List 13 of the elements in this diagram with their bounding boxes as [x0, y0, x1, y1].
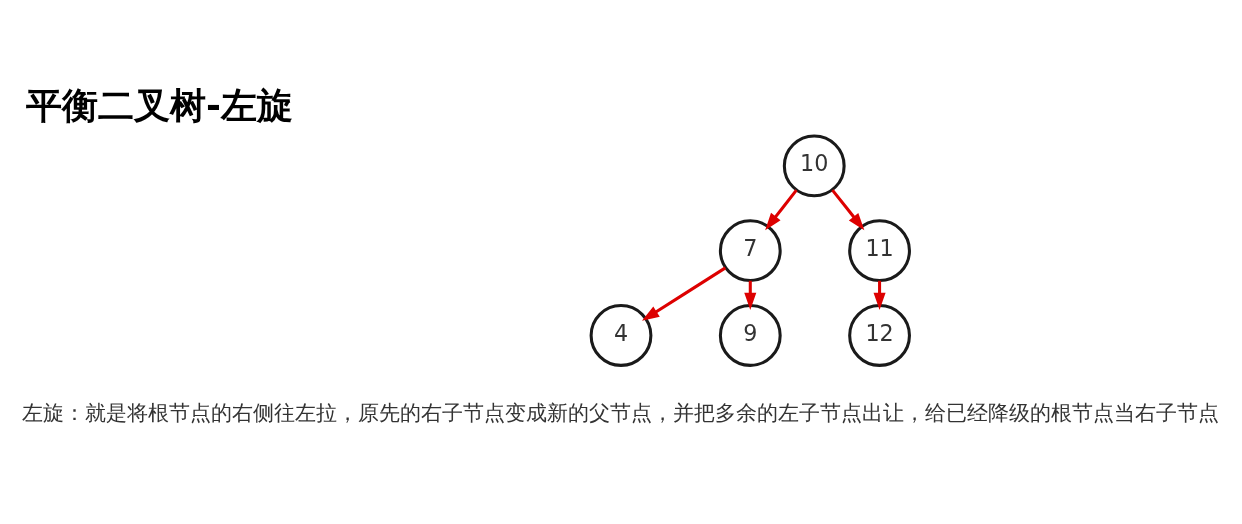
node-circle: 4: [589, 303, 653, 367]
node-circle: 11: [848, 218, 911, 282]
arrow: [744, 280, 757, 310]
arrow: [641, 266, 727, 321]
diagram-title: 平衡二叉树-左旋: [26, 83, 294, 127]
node-circle: 12: [848, 303, 911, 367]
arrow: [765, 188, 798, 230]
node-circle: 9: [718, 303, 782, 367]
node-circle: 10: [782, 133, 846, 197]
caption: 左旋：就是将根节点的右侧往左拉，原先的右子节点变成新的父节点，并把多余的左子节点出让，给已经降级的根节点当右子节点: [22, 400, 1220, 425]
node-circle: 7: [718, 218, 782, 282]
arrow: [831, 188, 865, 230]
arrow: [873, 280, 886, 310]
